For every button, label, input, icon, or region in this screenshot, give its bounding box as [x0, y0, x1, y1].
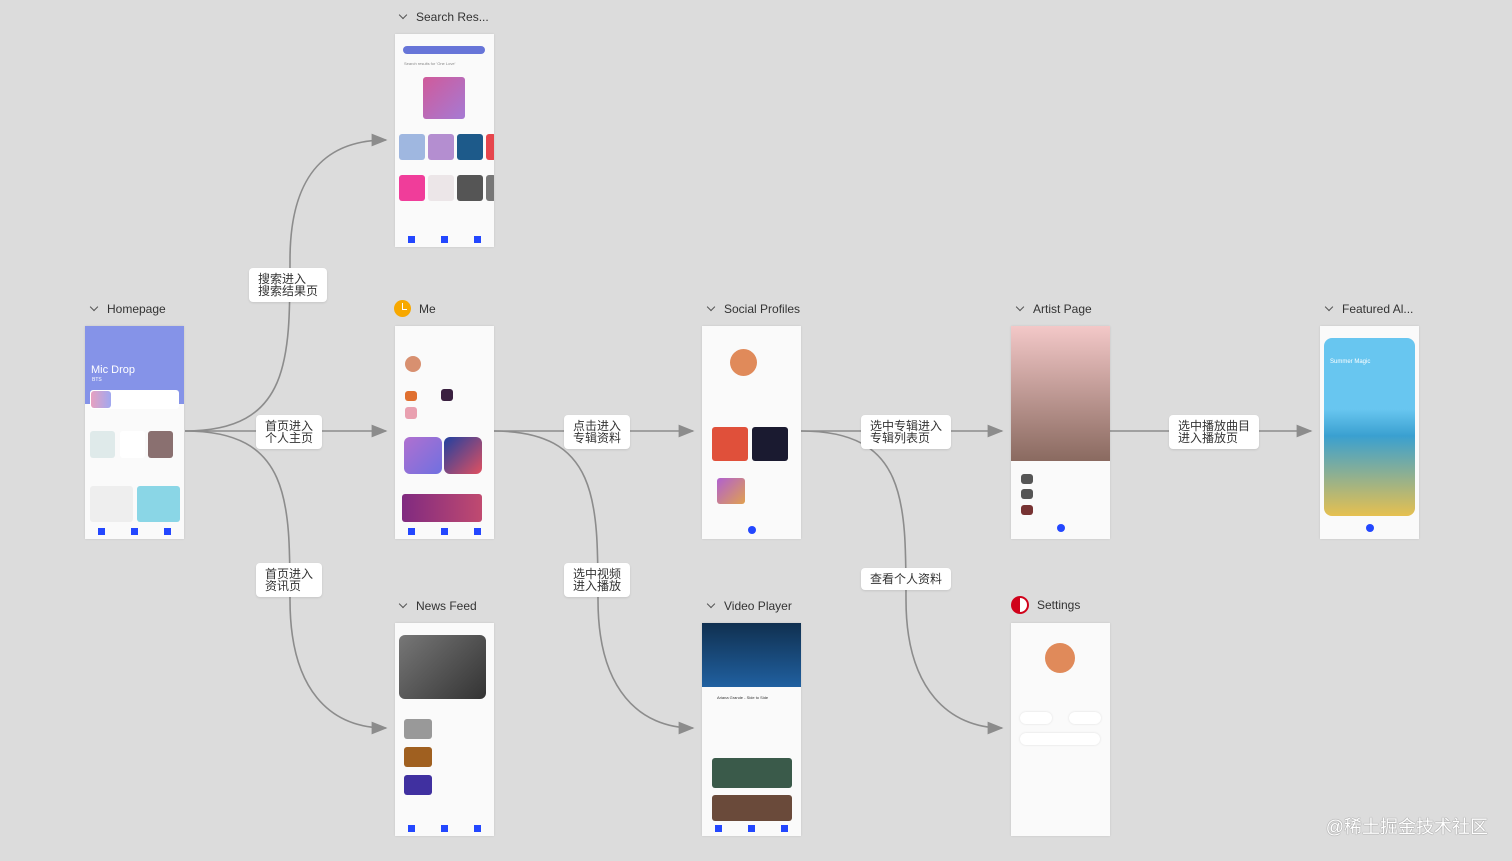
search-bar: [403, 46, 485, 54]
edge-label-video: 选中视频 进入播放: [564, 563, 631, 597]
screen-news-feed[interactable]: [395, 623, 494, 836]
screen-homepage[interactable]: Mic Drop BTS: [85, 326, 184, 539]
bottom-nav: [702, 825, 801, 832]
link-me-video: [492, 430, 695, 735]
frame-title-me[interactable]: Me: [394, 300, 436, 317]
edge-label-artist: 选中专辑进入 专辑列表页: [861, 415, 952, 449]
frame-title-social[interactable]: Social Profiles: [706, 302, 800, 316]
bottom-nav: [395, 825, 494, 832]
link-home-news: [184, 430, 388, 735]
hero-artist: BTS: [92, 377, 102, 383]
edge-label-news: 首页进入 资讯页: [256, 563, 323, 597]
player-controls: [1011, 524, 1110, 532]
bottom-nav: [395, 528, 494, 535]
avatar: [730, 349, 757, 376]
frame-title-news[interactable]: News Feed: [398, 599, 477, 613]
screen-featured-album[interactable]: Summer Magic: [1320, 326, 1419, 539]
bottom-nav: [395, 236, 494, 243]
chevron-down-icon[interactable]: [706, 601, 716, 611]
edge-label-featured: 选中播放曲目 进入播放页: [1169, 415, 1260, 449]
screen-me[interactable]: [395, 326, 494, 539]
screen-video-player[interactable]: Ariana Grande - Side to Side: [702, 623, 801, 836]
avatar: [405, 356, 421, 372]
screen-social-profiles[interactable]: [702, 326, 801, 539]
frame-title-search[interactable]: Search Res...: [398, 10, 489, 24]
avatar: [1045, 643, 1075, 673]
video-title: Ariana Grande - Side to Side: [717, 695, 769, 700]
chevron-down-icon[interactable]: [398, 12, 408, 22]
hero-title: Mic Drop: [91, 364, 136, 376]
frame-title-artist[interactable]: Artist Page: [1015, 302, 1092, 316]
edge-label-social: 点击进入 专辑资料: [564, 415, 631, 449]
screen-search-results[interactable]: Search results for 'One Love': [395, 34, 494, 247]
screen-settings[interactable]: [1011, 623, 1110, 836]
video-area[interactable]: [702, 623, 801, 687]
watermark: @稀土掘金技术社区: [1325, 817, 1488, 837]
album-title: Summer Magic: [1330, 359, 1371, 365]
search-query-text: Search results for 'One Love': [404, 61, 456, 66]
player-controls: [1320, 524, 1419, 532]
frame-title-video[interactable]: Video Player: [706, 599, 792, 613]
edge-label-settings: 查看个人资料: [861, 568, 952, 590]
edge-label-search: 搜索进入 搜索结果页: [249, 268, 328, 302]
edge-label-me: 首页进入 个人主页: [256, 415, 323, 449]
screen-artist-page[interactable]: [1011, 326, 1110, 539]
half-circle-status-icon: [1011, 596, 1029, 614]
frame-title-featured[interactable]: Featured Al...: [1324, 302, 1413, 316]
chevron-down-icon[interactable]: [89, 304, 99, 314]
bottom-nav: [85, 528, 184, 535]
chevron-down-icon[interactable]: [398, 601, 408, 611]
clock-status-icon: [394, 300, 411, 317]
frame-title-settings[interactable]: Settings: [1011, 596, 1080, 614]
chevron-down-icon[interactable]: [1324, 304, 1334, 314]
player-controls: [702, 526, 801, 534]
frame-title-homepage[interactable]: Homepage: [89, 302, 166, 316]
chevron-down-icon[interactable]: [1015, 304, 1025, 314]
chevron-down-icon[interactable]: [706, 304, 716, 314]
